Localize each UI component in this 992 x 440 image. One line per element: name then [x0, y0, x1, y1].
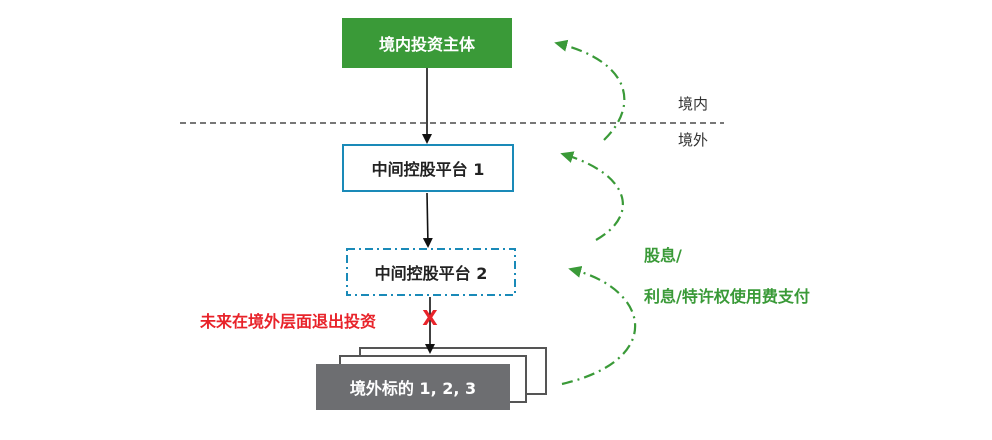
domestic-investor-label: 境内投资主体: [378, 35, 475, 54]
platform-1-box: 中间控股平台 1: [342, 144, 514, 192]
interest-royalties-label: 利息/特许权使用费支付: [644, 287, 810, 306]
payment-flow-arc-middle: [560, 151, 624, 241]
arrow-platform1-to-platform2: [422, 192, 433, 248]
platform-2-outline: [346, 248, 516, 296]
overseas-targets-label: 境外标的 1, 2, 3: [349, 379, 477, 398]
payment-flow-arc-lower: [561, 265, 637, 386]
domestic-region-label: 境内: [678, 94, 709, 113]
platform-2-box: 中间控股平台 2: [346, 248, 516, 296]
platform-2-label: 中间控股平台 2: [374, 264, 488, 283]
domestic-investor-box: 境内投资主体: [342, 18, 512, 68]
payment-flow-arc-upper: [554, 39, 626, 141]
dividends-label: 股息/: [644, 246, 682, 265]
future-exit-label: 未来在境外层面退出投资: [200, 312, 377, 331]
exit-x-icon: X: [422, 306, 438, 330]
overseas-targets-box: 境外标的 1, 2, 3: [316, 364, 510, 410]
platform-1-label: 中间控股平台 1: [371, 160, 485, 179]
overseas-region-label: 境外: [678, 130, 709, 149]
